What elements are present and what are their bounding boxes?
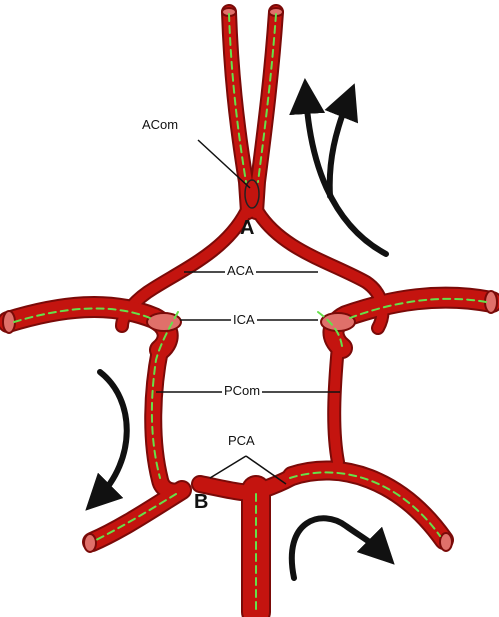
label-ica: ICA [231, 312, 257, 327]
curved-flow-arrow-icon [289, 78, 389, 257]
vessel-ends [2, 7, 498, 553]
curved-flow-arrow-icon [85, 369, 130, 511]
label-acom: ACom [140, 117, 181, 132]
label-pca: PCA [226, 433, 257, 448]
label-point-b: B [194, 491, 209, 513]
flow-arrows [85, 78, 395, 581]
label-pcom: PCom [222, 383, 263, 398]
flow-dashes [13, 13, 487, 611]
acom-ring [244, 179, 260, 209]
label-aca: ACA [225, 263, 256, 278]
curved-flow-arrow-icon [324, 83, 359, 199]
curved-flow-arrow-icon [289, 515, 395, 581]
label-point-a: A [240, 217, 255, 239]
